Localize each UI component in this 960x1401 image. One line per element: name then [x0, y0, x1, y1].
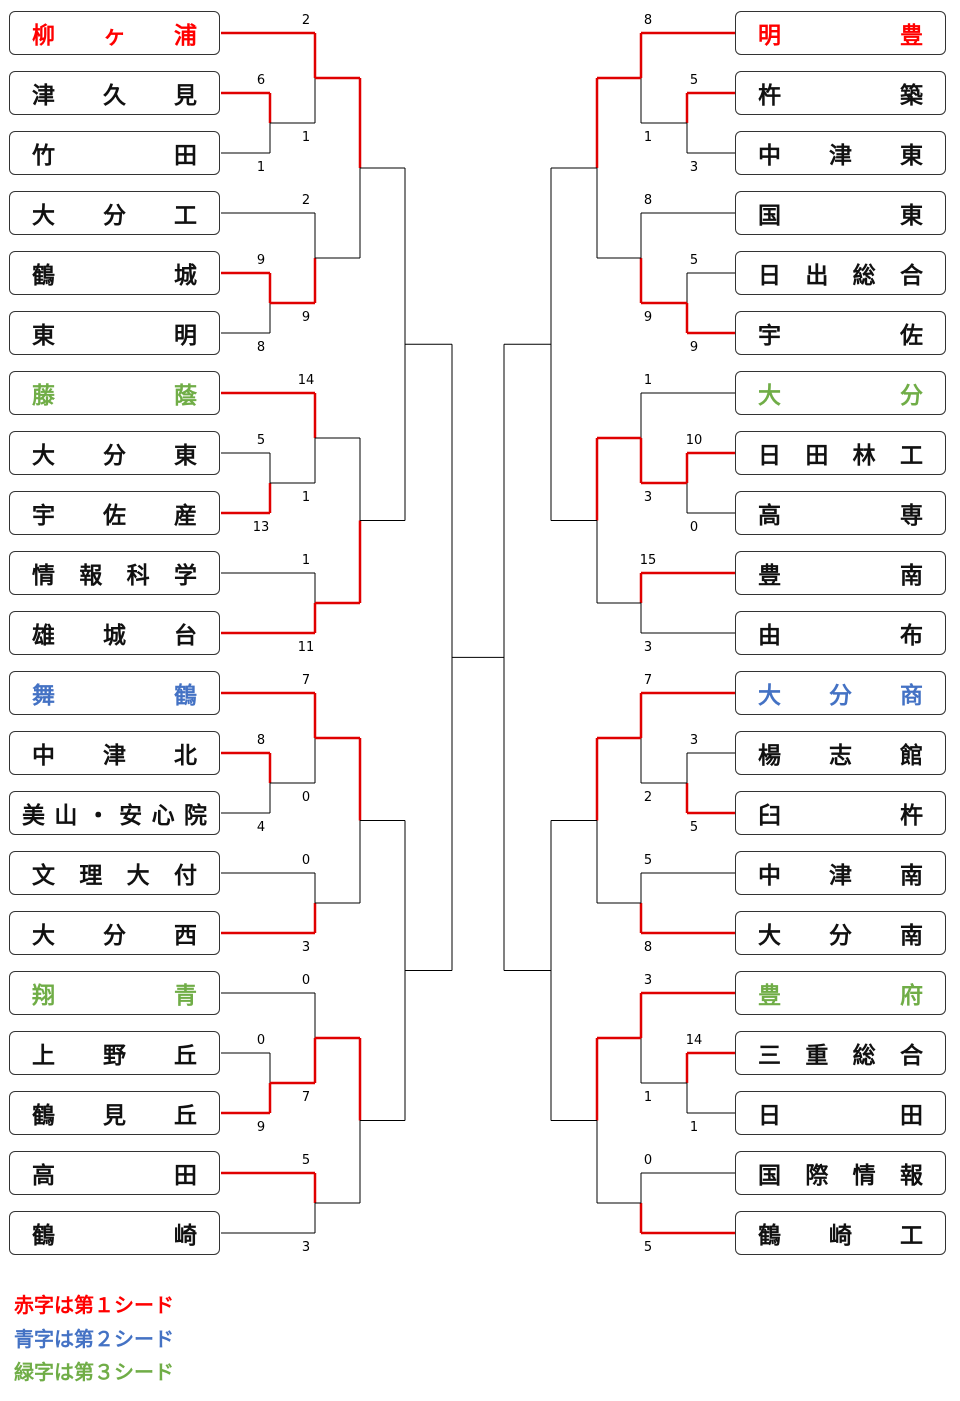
team-l-15: 文理大付: [9, 851, 220, 895]
score-label-52: 5: [644, 1240, 652, 1255]
score-label-26: 3: [302, 1240, 310, 1255]
score-label-32: 0: [690, 520, 698, 535]
team-r-19: 日田: [735, 1091, 946, 1135]
team-l-17: 翔青: [9, 971, 220, 1015]
team-l-3: 竹田: [9, 131, 220, 175]
team-r-18: 三重総合: [735, 1031, 946, 1075]
score-label-31: 10: [686, 433, 703, 448]
score-label-14: 9: [302, 310, 310, 325]
team-r-8: 日田林工: [735, 431, 946, 475]
score-label-21: 0: [302, 853, 310, 868]
score-label-4: 8: [257, 340, 265, 355]
score-label-49: 3: [644, 973, 652, 988]
team-l-18: 上野丘: [9, 1031, 220, 1075]
team-r-2: 杵築: [735, 71, 946, 115]
score-label-13: 2: [302, 193, 310, 208]
team-r-9: 高専: [735, 491, 946, 535]
score-label-5: 5: [257, 433, 265, 448]
score-label-51: 0: [644, 1153, 652, 1168]
score-label-44: 3: [644, 640, 652, 655]
score-label-41: 1: [644, 373, 652, 388]
score-label-16: 1: [302, 490, 310, 505]
team-r-14: 臼杵: [735, 791, 946, 835]
team-l-9: 宇佐産: [9, 491, 220, 535]
score-label-43: 15: [640, 553, 657, 568]
team-l-2: 津久見: [9, 71, 220, 115]
score-label-42: 3: [644, 490, 652, 505]
team-l-4: 大分工: [9, 191, 220, 235]
score-label-1: 6: [257, 73, 265, 88]
team-r-10: 豊南: [735, 551, 946, 595]
score-label-38: 1: [644, 130, 652, 145]
score-label-15: 14: [298, 373, 315, 388]
score-label-34: 5: [690, 820, 698, 835]
score-label-29: 5: [690, 253, 698, 268]
team-l-11: 雄城台: [9, 611, 220, 655]
score-label-17: 1: [302, 553, 310, 568]
team-l-6: 東明: [9, 311, 220, 355]
team-r-21: 鶴崎工: [735, 1211, 946, 1255]
team-l-21: 鶴崎: [9, 1211, 220, 1255]
team-r-15: 中津南: [735, 851, 946, 895]
score-label-20: 0: [302, 790, 310, 805]
legend-seed2: 青字は第２シード: [14, 1327, 174, 1351]
team-l-14: 美山・安心院: [9, 791, 220, 835]
score-label-48: 8: [644, 940, 652, 955]
team-l-20: 高田: [9, 1151, 220, 1195]
team-l-5: 鶴城: [9, 251, 220, 295]
team-l-7: 藤蔭: [9, 371, 220, 415]
team-l-12: 舞鶴: [9, 671, 220, 715]
score-label-35: 14: [686, 1033, 703, 1048]
score-label-23: 0: [302, 973, 310, 988]
score-label-33: 3: [690, 733, 698, 748]
score-label-50: 1: [644, 1090, 652, 1105]
score-label-7: 8: [257, 733, 265, 748]
score-label-27: 5: [690, 73, 698, 88]
score-label-47: 5: [644, 853, 652, 868]
team-l-19: 鶴見丘: [9, 1091, 220, 1135]
team-r-17: 豊府: [735, 971, 946, 1015]
score-label-39: 8: [644, 193, 652, 208]
score-label-36: 1: [690, 1120, 698, 1135]
score-label-22: 3: [302, 940, 310, 955]
score-label-3: 9: [257, 253, 265, 268]
team-r-7: 大分: [735, 371, 946, 415]
score-label-37: 8: [644, 13, 652, 28]
team-r-5: 日出総合: [735, 251, 946, 295]
score-label-8: 4: [257, 820, 265, 835]
score-label-30: 9: [690, 340, 698, 355]
team-r-20: 国際情報: [735, 1151, 946, 1195]
score-label-10: 9: [257, 1120, 265, 1135]
score-label-12: 1: [302, 130, 310, 145]
team-r-1: 明豊: [735, 11, 946, 55]
team-r-13: 楊志館: [735, 731, 946, 775]
score-label-24: 7: [302, 1090, 310, 1105]
team-r-3: 中津東: [735, 131, 946, 175]
team-r-6: 宇佐: [735, 311, 946, 355]
score-label-45: 7: [644, 673, 652, 688]
score-label-25: 5: [302, 1153, 310, 1168]
team-r-16: 大分南: [735, 911, 946, 955]
team-l-16: 大分西: [9, 911, 220, 955]
score-label-2: 1: [257, 160, 265, 175]
score-label-40: 9: [644, 310, 652, 325]
team-l-1: 柳ヶ浦: [9, 11, 220, 55]
team-r-4: 国東: [735, 191, 946, 235]
score-label-18: 11: [298, 640, 315, 655]
team-r-12: 大分商: [735, 671, 946, 715]
score-label-6: 13: [253, 520, 270, 535]
score-label-28: 3: [690, 160, 698, 175]
score-label-9: 0: [257, 1033, 265, 1048]
team-l-10: 情報科学: [9, 551, 220, 595]
legend-seed1: 赤字は第１シード: [14, 1293, 174, 1317]
team-l-8: 大分東: [9, 431, 220, 475]
score-label-11: 2: [302, 13, 310, 28]
team-l-13: 中津北: [9, 731, 220, 775]
team-r-11: 由布: [735, 611, 946, 655]
score-label-19: 7: [302, 673, 310, 688]
legend-seed3: 緑字は第３シード: [14, 1360, 174, 1384]
score-label-46: 2: [644, 790, 652, 805]
